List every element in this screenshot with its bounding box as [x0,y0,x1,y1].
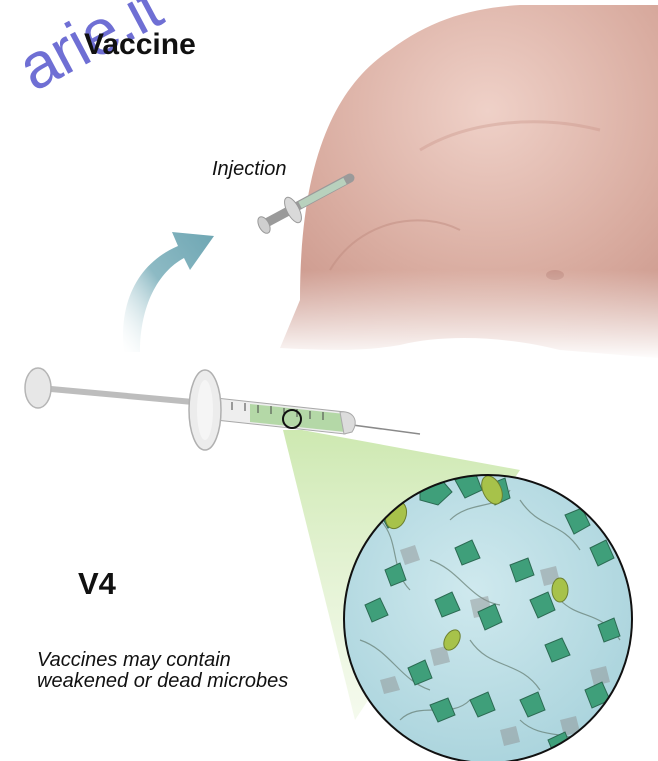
shoulder-illustration [270,5,658,360]
injection-label: Injection [212,158,287,181]
panel-label: V4 [78,566,116,602]
curved-arrow-icon [123,232,214,352]
magnifier-lens-icon [344,472,632,761]
page-title: Vaccine [84,28,196,62]
caption-line-1: Vaccines may contain [37,650,288,671]
caption-line-2: weakened or dead microbes [37,671,288,692]
caption: Vaccines may contain weakened or dead mi… [37,650,288,692]
syringe-icon [25,368,420,450]
